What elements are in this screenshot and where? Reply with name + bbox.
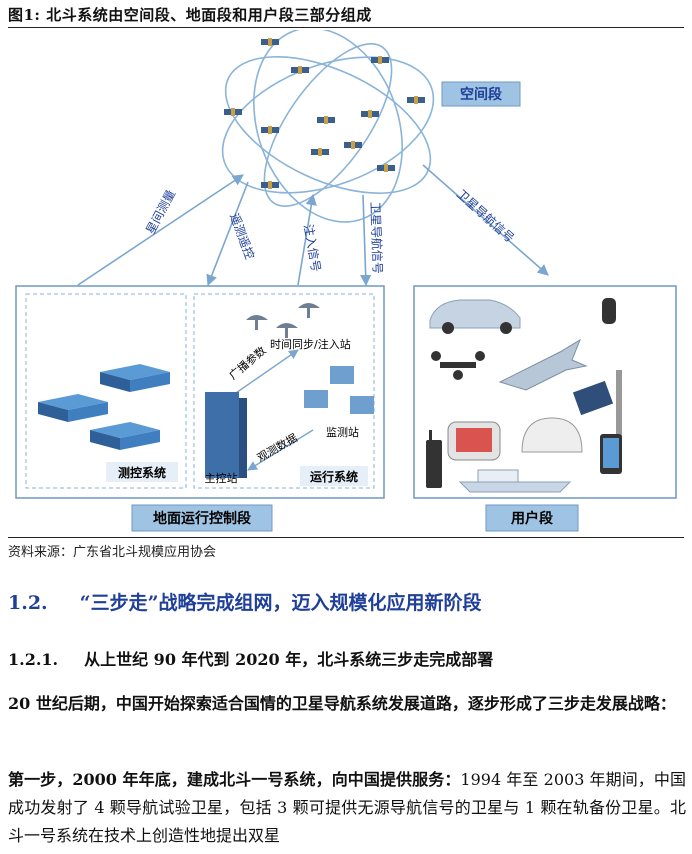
ground-segment-box: [131, 504, 273, 532]
link-arrows: [77, 164, 549, 287]
monitor-stations: [304, 366, 374, 414]
op-label-box: [300, 466, 368, 486]
master-station-label: 主控站: [205, 471, 238, 485]
tc-label-box: [106, 462, 178, 482]
space-segment-label: 空间段: [460, 86, 502, 103]
tc-system-frame: [25, 293, 187, 489]
subsection-number: 1.2.1.: [8, 650, 59, 669]
intro-paragraph: 20 世纪后期，中国开始探索适合国情的卫星导航系统发展道路，逐步形成了三步走发展…: [8, 694, 676, 713]
op-system-frame: [193, 293, 375, 489]
user-segment-label: 用户段: [511, 510, 553, 527]
ground-segment-label: 地面运行控制段: [153, 510, 251, 527]
subsection-title: 从上世纪 90 年代到 2020 年，北斗系统三步走完成部署: [84, 650, 494, 669]
link-label-nav: 卫星导航信号: [368, 202, 386, 274]
link-label-right: 卫星导航信号: [454, 186, 518, 245]
source-rule: [8, 537, 684, 538]
step-one-lead: 第一步，2000 年年底，建成北斗一号系统，向中国提供服务：: [8, 770, 461, 789]
op-system-label: 运行系统: [310, 469, 358, 484]
dish-antennas: [246, 303, 320, 338]
space-segment-box: [441, 81, 521, 107]
step-one-paragraph: 第一步，2000 年年底，建成北斗一号系统，向中国提供服务：1994 年至 20…: [8, 766, 686, 850]
section-heading: 1.2. “三步走”战略完成组网，迈入规模化应用新阶段: [8, 588, 482, 615]
tc-stations: [38, 364, 170, 450]
beidou-architecture-diagram: 空间段 星间测量 遥测遥控 注入信号 卫星导航信号 卫星导航信号 测控系统 时间…: [8, 27, 684, 536]
time-sync-label: 时间同步/注入站: [270, 337, 351, 351]
master-station: [205, 392, 247, 478]
link-label-telemetry: 遥测遥控: [227, 211, 257, 261]
user-devices: [426, 298, 622, 493]
step-one-body: 1994 年至 2003 年期间，中国成功发射了 4 颗导航试验卫星，包括 3 …: [8, 770, 686, 845]
tc-system-label: 测控系统: [118, 465, 166, 480]
subsection-heading: 1.2.1. 从上世纪 90 年代到 2020 年，北斗系统三步走完成部署: [8, 646, 493, 670]
monitor-station-label: 监测站: [326, 425, 359, 439]
figure-title: 图1: 北斗系统由空间段、地面段和用户段三部分组成: [8, 6, 372, 24]
section-title: “三步走”战略完成组网，迈入规模化应用新阶段: [79, 592, 482, 614]
figure-source: 资料来源：广东省北斗规模应用协会: [8, 545, 217, 560]
diagram-svg: 空间段 星间测量 遥测遥控 注入信号 卫星导航信号 卫星导航信号 测控系统 时间…: [15, 27, 677, 532]
title-rule: [8, 27, 684, 28]
user-segment-box: [485, 504, 579, 532]
section-number: 1.2.: [8, 592, 48, 614]
